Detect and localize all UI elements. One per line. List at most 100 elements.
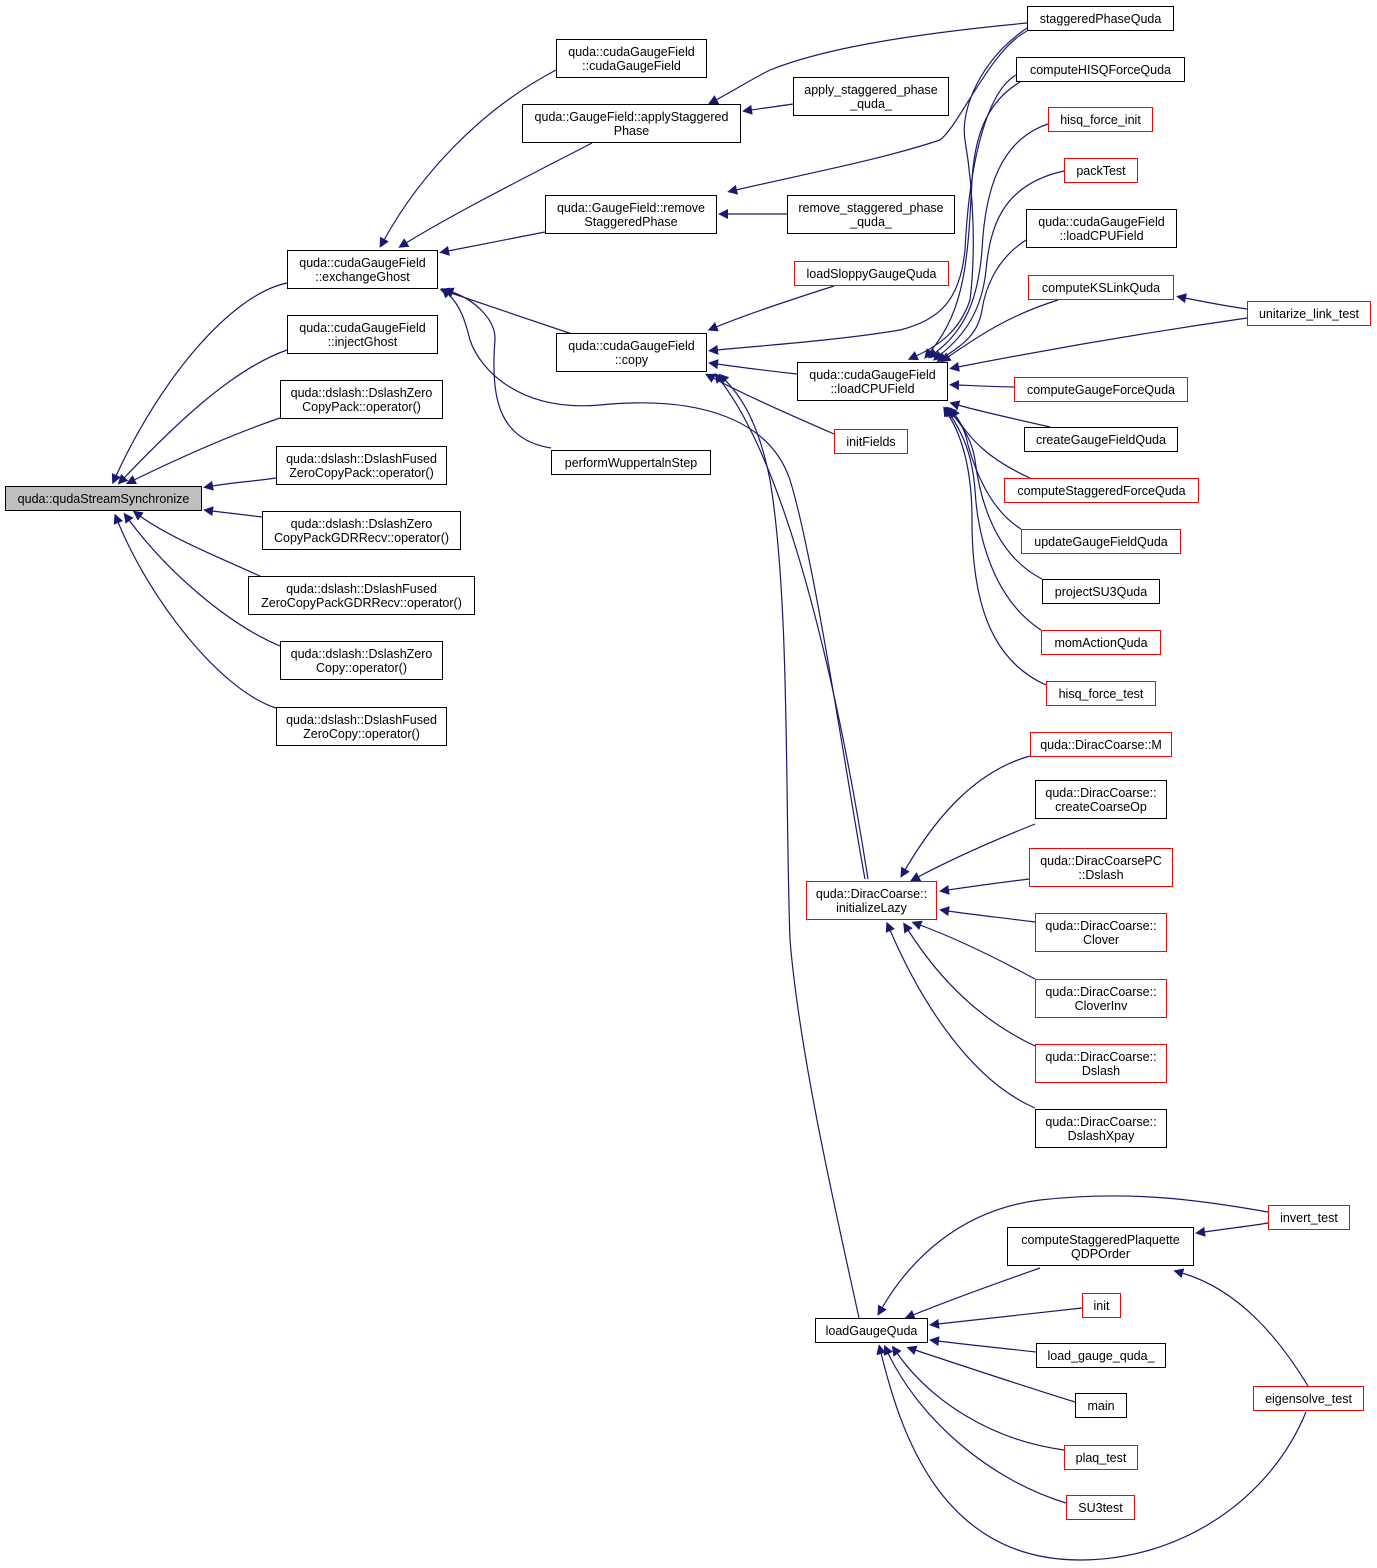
node-label-line: invert_test [1280,1210,1338,1225]
node-init[interactable]: init [1082,1293,1121,1318]
node-main[interactable]: main [1075,1393,1127,1418]
edge-dc-clover-inv-init-lazy [911,920,1036,980]
node-load-cpu2[interactable]: quda::cudaGaugeField::loadCPUField [1026,209,1177,248]
node-eigensolve[interactable]: eigensolve_test [1253,1386,1364,1411]
node-label-line: quda::cudaGaugeField [809,367,936,382]
node-compute-hisq[interactable]: computeHISQForceQuda [1016,57,1185,82]
node-dc-m[interactable]: quda::DiracCoarse::M [1030,732,1172,757]
edge-plaquette-load-gauge [904,1267,1041,1320]
edge-main-load-gauge [906,1345,1076,1403]
node-compute-kslink[interactable]: computeKSLinkQuda [1028,275,1174,300]
edge-load-cpu-copy [708,359,798,375]
node-label-line: quda::GaugeField::applyStaggered [534,109,729,124]
node-load-cpu[interactable]: quda::cudaGaugeField::loadCPUField [797,362,948,401]
edge-init-lazy-copy [714,372,869,880]
node-label-line: Copy::operator() [315,660,407,675]
node-label-line: StaggeredPhase [584,214,678,229]
edge-exchange-ghost-root [111,282,288,485]
node-staggered-phase-quda[interactable]: staggeredPhaseQuda [1027,6,1174,31]
edge-hisq-force-test-load-cpu [943,406,1047,686]
node-wuppertal[interactable]: performWuppertalnStep [551,450,711,475]
node-label-line: ::loadCPUField [1059,228,1144,243]
node-cgf-ctor[interactable]: quda::cudaGaugeField::cudaGaugeField [556,39,707,78]
node-su3test[interactable]: SU3test [1066,1495,1135,1520]
node-unitarize[interactable]: unitarize_link_test [1247,301,1371,326]
node-init-fields[interactable]: initFields [834,429,908,454]
edge-inject-ghost-root [117,349,288,485]
node-create-gauge-field[interactable]: createGaugeFieldQuda [1024,427,1178,452]
node-load-sloppy[interactable]: loadSloppyGaugeQuda [794,261,949,286]
node-label-line: CopyPack::operator() [302,399,421,414]
edge-compute-kslink-load-cpu [940,299,1059,363]
node-dc-dslash-xpay[interactable]: quda::DiracCoarse::DslashXpay [1035,1109,1167,1148]
edge-dzcp-root [125,417,281,485]
node-remove-stag-quda-[interactable]: remove_staggered_phase_quda_ [787,195,955,234]
node-label-line: quda::DiracCoarse:: [1045,918,1157,933]
edge-hisq-force-init-load-cpu [927,123,1049,359]
node-label-line: quda::cudaGaugeField [568,338,695,353]
node-label-line: momActionQuda [1054,635,1148,650]
edge-dc-m-init-lazy [900,755,1031,878]
node-label-line: Dslash [1081,1063,1121,1078]
node-update-gauge[interactable]: updateGaugeFieldQuda [1021,529,1181,554]
node-compute-stag-force[interactable]: computeStaggeredForceQuda [1004,478,1199,503]
node-dc-clover[interactable]: quda::DiracCoarse::Clover [1035,913,1167,952]
node-label-line: computeHISQForceQuda [1029,62,1172,77]
node-label-line: quda::dslash::DslashFused [286,581,437,596]
node-dc-clover-inv[interactable]: quda::DiracCoarse::CloverInv [1035,979,1167,1018]
node-load-gauge-[interactable]: load_gauge_quda_ [1036,1343,1166,1368]
edge-dc-clover-init-lazy [939,906,1036,923]
node-hisq-force-init[interactable]: hisq_force_init [1048,107,1153,132]
node-label-line: quda::cudaGaugeField [299,255,426,270]
node-label-line: ZeroCopyPackGDRRecv::operator() [261,595,462,610]
node-label-line: quda::cudaGaugeField [568,44,695,59]
node-exchange-ghost[interactable]: quda::cudaGaugeField::exchangeGhost [287,250,438,289]
node-label-line: CopyPackGDRRecv::operator() [273,530,450,545]
node-label-line: SU3test [1078,1500,1123,1515]
node-project-su3[interactable]: projectSU3Quda [1042,579,1160,604]
node-label-line: ZeroCopy::operator() [303,726,420,741]
node-apply-stag-quda-[interactable]: apply_staggered_phase_quda_ [793,77,949,116]
node-dc-dslash[interactable]: quda::DiracCoarse::Dslash [1035,1044,1167,1083]
node-label-line: packTest [1076,163,1126,178]
edge-load-gauge-copy [718,373,860,1319]
node-label-line: init [1093,1298,1110,1313]
node-copy[interactable]: quda::cudaGaugeField::copy [556,333,707,372]
node-pack-test[interactable]: packTest [1064,158,1138,183]
node-mom-action[interactable]: momActionQuda [1041,630,1161,655]
edge-cgf-ctor-exchange-ghost [379,69,557,248]
node-invert-test[interactable]: invert_test [1268,1205,1350,1230]
node-label-line: quda::dslash::DslashZero [290,646,433,661]
node-label-line: apply_staggered_phase [804,82,938,97]
node-label-line: quda::cudaGaugeField [299,320,426,335]
node-inject-ghost[interactable]: quda::cudaGaugeField::injectGhost [287,315,438,354]
edge-dzcpgdr-root [203,506,263,518]
edge-apply-stag-quda--apply-stag [742,103,794,115]
node-label-line: staggeredPhaseQuda [1039,11,1162,26]
node-label-line: ::loadCPUField [830,381,915,396]
node-label-line: updateGaugeFieldQuda [1034,534,1168,549]
node-label-line: computeStaggeredForceQuda [1017,483,1186,498]
node-label-line: _quda_ [850,96,892,111]
node-dc-create[interactable]: quda::DiracCoarse::createCoarseOp [1035,780,1167,819]
node-compute-gauge-force[interactable]: computeGaugeForceQuda [1014,377,1188,402]
node-dcpc-dslash[interactable]: quda::DiracCoarsePC::Dslash [1029,848,1173,887]
node-plaq-test[interactable]: plaq_test [1064,1445,1138,1470]
node-label-line: loadSloppyGaugeQuda [806,266,937,281]
node-label-line: ::exchangeGhost [315,269,410,284]
node-root: quda::qudaStreamSynchronize [5,486,202,511]
node-label-line: plaq_test [1075,1450,1127,1465]
node-load-gauge[interactable]: loadGaugeQuda [815,1318,928,1343]
edge-staggered-phase-quda-load-cpu [907,27,1028,361]
node-init-lazy[interactable]: quda::DiracCoarse::initializeLazy [806,881,937,920]
node-hisq-force-test[interactable]: hisq_force_test [1046,681,1156,706]
